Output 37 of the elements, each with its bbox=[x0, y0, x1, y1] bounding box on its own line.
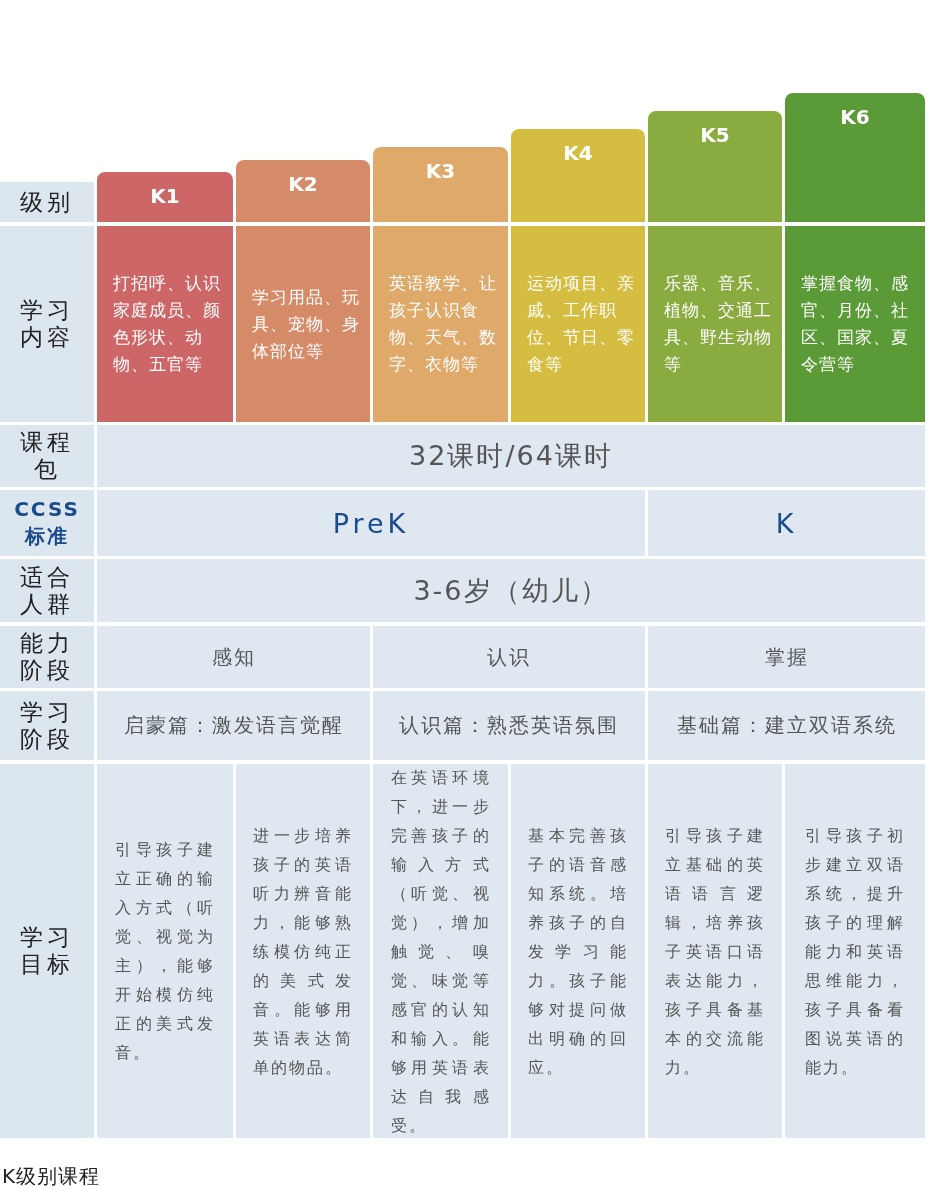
content-cell: 打招呼、认识家庭成员、颜色形状、动物、五官等 bbox=[97, 226, 233, 422]
table-cell: 认识 bbox=[373, 626, 645, 688]
table-cell: PreK bbox=[97, 490, 645, 556]
level-tab: K3 bbox=[373, 147, 508, 222]
row-header: 学习目标 bbox=[0, 764, 94, 1138]
table-cell: 3-6岁（幼儿） bbox=[97, 559, 925, 622]
goal-cell: 进一步培养孩子的英语听力辨音能力，能够熟练模仿纯正的美式发音。能够用英语表达简单的物品。 bbox=[236, 764, 370, 1138]
level-tab: K2 bbox=[236, 160, 370, 222]
goal-cell: 引导孩子初步建立双语系统，提升孩子的理解能力和英语思维能力，孩子具备看图说英语的能力。 bbox=[785, 764, 925, 1138]
goal-cell: 基本完善孩子的语音感知系统。培养孩子的自发学习能力。孩子能够对提问做出明确的回应。 bbox=[511, 764, 645, 1138]
row-header: CCSS标准 bbox=[0, 490, 94, 556]
goal-cell: 引导孩子建立基础的英语语言逻辑，培养孩子英语口语表达能力，孩子具备基本的交流能力。 bbox=[648, 764, 782, 1138]
row-header: 学习阶段 bbox=[0, 691, 94, 760]
goal-cell: 在英语环境下，进一步完善孩子的输入方式（听觉、视觉），增加触觉、嗅觉、味觉等感官的认知和输入。能够用英语表达自我感受。 bbox=[373, 764, 508, 1138]
content-cell: 乐器、音乐、植物、交通工具、野生动物等 bbox=[648, 226, 782, 422]
goal-cell: 引导孩子建立正确的输入方式（听觉、视觉为主），能够开始模仿纯正的美式发音。 bbox=[97, 764, 233, 1138]
row-header: 能力阶段 bbox=[0, 626, 94, 688]
table-cell: 基础篇：建立双语系统 bbox=[648, 691, 925, 760]
content-cell: 学习用品、玩具、宠物、身体部位等 bbox=[236, 226, 370, 422]
table-cell: 掌握 bbox=[648, 626, 925, 688]
caption: K级别课程 bbox=[2, 1163, 101, 1190]
table-cell: 启蒙篇：激发语言觉醒 bbox=[97, 691, 370, 760]
row-header: 学习内容 bbox=[0, 226, 94, 422]
table-cell: 32课时/64课时 bbox=[97, 425, 925, 487]
content-cell: 掌握食物、感官、月份、社区、国家、夏令营等 bbox=[785, 226, 925, 422]
table-cell: K bbox=[648, 490, 925, 556]
row-header: 级别 bbox=[0, 182, 94, 222]
table-cell: 认识篇：熟悉英语氛围 bbox=[373, 691, 645, 760]
level-tab: K4 bbox=[511, 129, 645, 222]
content-cell: 运动项目、亲戚、工作职位、节日、零食等 bbox=[511, 226, 645, 422]
level-tab: K6 bbox=[785, 93, 925, 222]
row-header: 适合人群 bbox=[0, 559, 94, 622]
row-header: 课程包 bbox=[0, 425, 94, 487]
level-tab: K1 bbox=[97, 172, 233, 222]
content-cell: 英语教学、让孩子认识食物、天气、数字、衣物等 bbox=[373, 226, 508, 422]
table-cell: 感知 bbox=[97, 626, 370, 688]
level-tab: K5 bbox=[648, 111, 782, 222]
